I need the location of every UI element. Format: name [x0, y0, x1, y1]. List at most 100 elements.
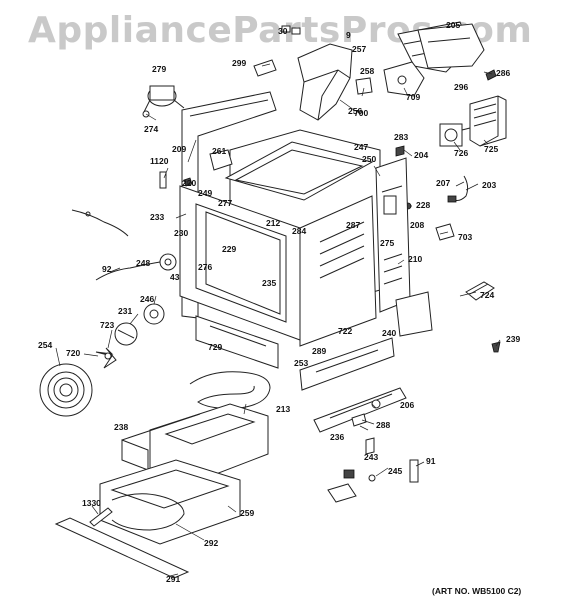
callout-245: 245 — [388, 466, 402, 476]
part-foot-254 — [491, 341, 501, 353]
part-drawer-front-1950 — [54, 517, 190, 579]
callout-286: 286 — [496, 68, 510, 78]
part-igniter-207-203 — [447, 175, 469, 203]
callout-288: 288 — [376, 420, 390, 430]
callout-296: 296 — [454, 82, 468, 92]
callout-724: 724 — [480, 290, 494, 300]
part-fan-shroud-723 — [114, 322, 138, 346]
part-bake-element-206 — [189, 371, 271, 409]
part-screw-286 — [485, 69, 497, 81]
callout-249: 249 — [198, 188, 212, 198]
part-bracket-1330 — [409, 459, 419, 483]
callout-726: 726 — [454, 148, 468, 158]
callout-258: 258 — [360, 66, 374, 76]
part-rail-243 — [313, 387, 407, 433]
part-bracket-709 — [383, 61, 425, 97]
callout-257: 257 — [352, 44, 366, 54]
callout-43: 43 — [170, 272, 180, 282]
part-impeller-722 — [95, 347, 117, 369]
part-clips-91 — [343, 469, 376, 482]
part-bolt-236 — [351, 413, 367, 427]
callout-246: 246 — [140, 294, 154, 304]
callout-276: 276 — [198, 262, 212, 272]
callout-292: 292 — [204, 538, 218, 548]
part-screw-238 — [371, 399, 381, 409]
part-thermostat-261 — [209, 149, 233, 171]
callout-722: 722 — [338, 326, 352, 336]
callout-261: 261 — [212, 146, 226, 156]
callout-30: 30 — [278, 26, 288, 36]
callout-256: 256 — [348, 106, 362, 116]
callout-277: 277 — [218, 198, 232, 208]
part-fan-cover-720 — [39, 363, 93, 417]
callout-284: 284 — [292, 226, 306, 236]
callout-254: 254 — [38, 340, 52, 350]
callout-700: 700 — [354, 108, 368, 118]
part-cabinet-body — [179, 91, 433, 347]
callout-247: 247 — [354, 142, 368, 152]
callout-291: 291 — [166, 574, 180, 584]
callout-259: 259 — [240, 508, 254, 518]
callout-203: 203 — [482, 180, 496, 190]
callout-275: 275 — [380, 238, 394, 248]
part-heat-shield — [417, 23, 485, 69]
part-wire-harness — [71, 209, 161, 281]
callout-248: 248 — [136, 258, 150, 268]
callout-229: 229 — [222, 244, 236, 254]
callout-239: 239 — [506, 334, 520, 344]
part-kick-panel-240 — [299, 337, 395, 391]
callout-228: 228 — [416, 200, 430, 210]
part-switch-703 — [435, 223, 455, 241]
callout-235: 235 — [262, 278, 276, 288]
part-sensor-1120 — [159, 171, 167, 189]
part-vent-duct — [297, 43, 353, 121]
callout-209: 209 — [172, 144, 186, 154]
part-lower-frame-289 — [195, 315, 279, 369]
callout-253: 253 — [294, 358, 308, 368]
callout-729: 729 — [208, 342, 222, 352]
callout-1120: 1120 — [150, 156, 169, 166]
callout-233: 233 — [150, 212, 164, 222]
callout-723: 723 — [100, 320, 114, 330]
callout-709: 709 — [406, 92, 420, 102]
callout-220: 220 — [182, 178, 196, 188]
part-broil-element-291 — [111, 493, 185, 531]
callout-9: 9 — [346, 30, 351, 40]
part-regulator-726 — [439, 123, 471, 147]
callout-703: 703 — [458, 232, 472, 242]
part-box-misc — [327, 483, 357, 503]
callout-240: 240 — [382, 328, 396, 338]
callout-1950: 1950 — [0, 0, 19, 2]
callout-283: 283 — [394, 132, 408, 142]
part-screws-30 — [281, 25, 301, 35]
part-drawer-292 — [99, 459, 241, 545]
callout-243: 243 — [364, 452, 378, 462]
leader-lines — [55, 63, 501, 577]
callout-720: 720 — [66, 348, 80, 358]
callout-725: 725 — [484, 144, 498, 154]
callout-289: 289 — [312, 346, 326, 356]
part-bolt-245 — [365, 437, 375, 455]
part-screw-283 — [395, 145, 405, 157]
part-connector-258 — [355, 77, 373, 95]
callout-206: 206 — [400, 400, 414, 410]
callout-92: 92 — [102, 264, 112, 274]
part-hinge-231 — [465, 281, 495, 301]
callout-231: 231 — [118, 306, 132, 316]
part-clip-299 — [253, 59, 277, 77]
callout-91: 91 — [426, 456, 436, 466]
part-drawings — [39, 21, 507, 579]
callout-213: 213 — [276, 404, 290, 414]
callout-210: 210 — [408, 254, 422, 264]
callout-236: 236 — [330, 432, 344, 442]
part-drawer-rail-259 — [89, 507, 113, 527]
art-number: (ART NO. WB5100 C2) — [432, 586, 521, 596]
callout-204: 204 — [414, 150, 428, 160]
part-valve-279 — [142, 85, 185, 118]
callout-279: 279 — [152, 64, 166, 74]
callout-205: 205 — [446, 20, 460, 30]
callout-207: 207 — [436, 178, 450, 188]
